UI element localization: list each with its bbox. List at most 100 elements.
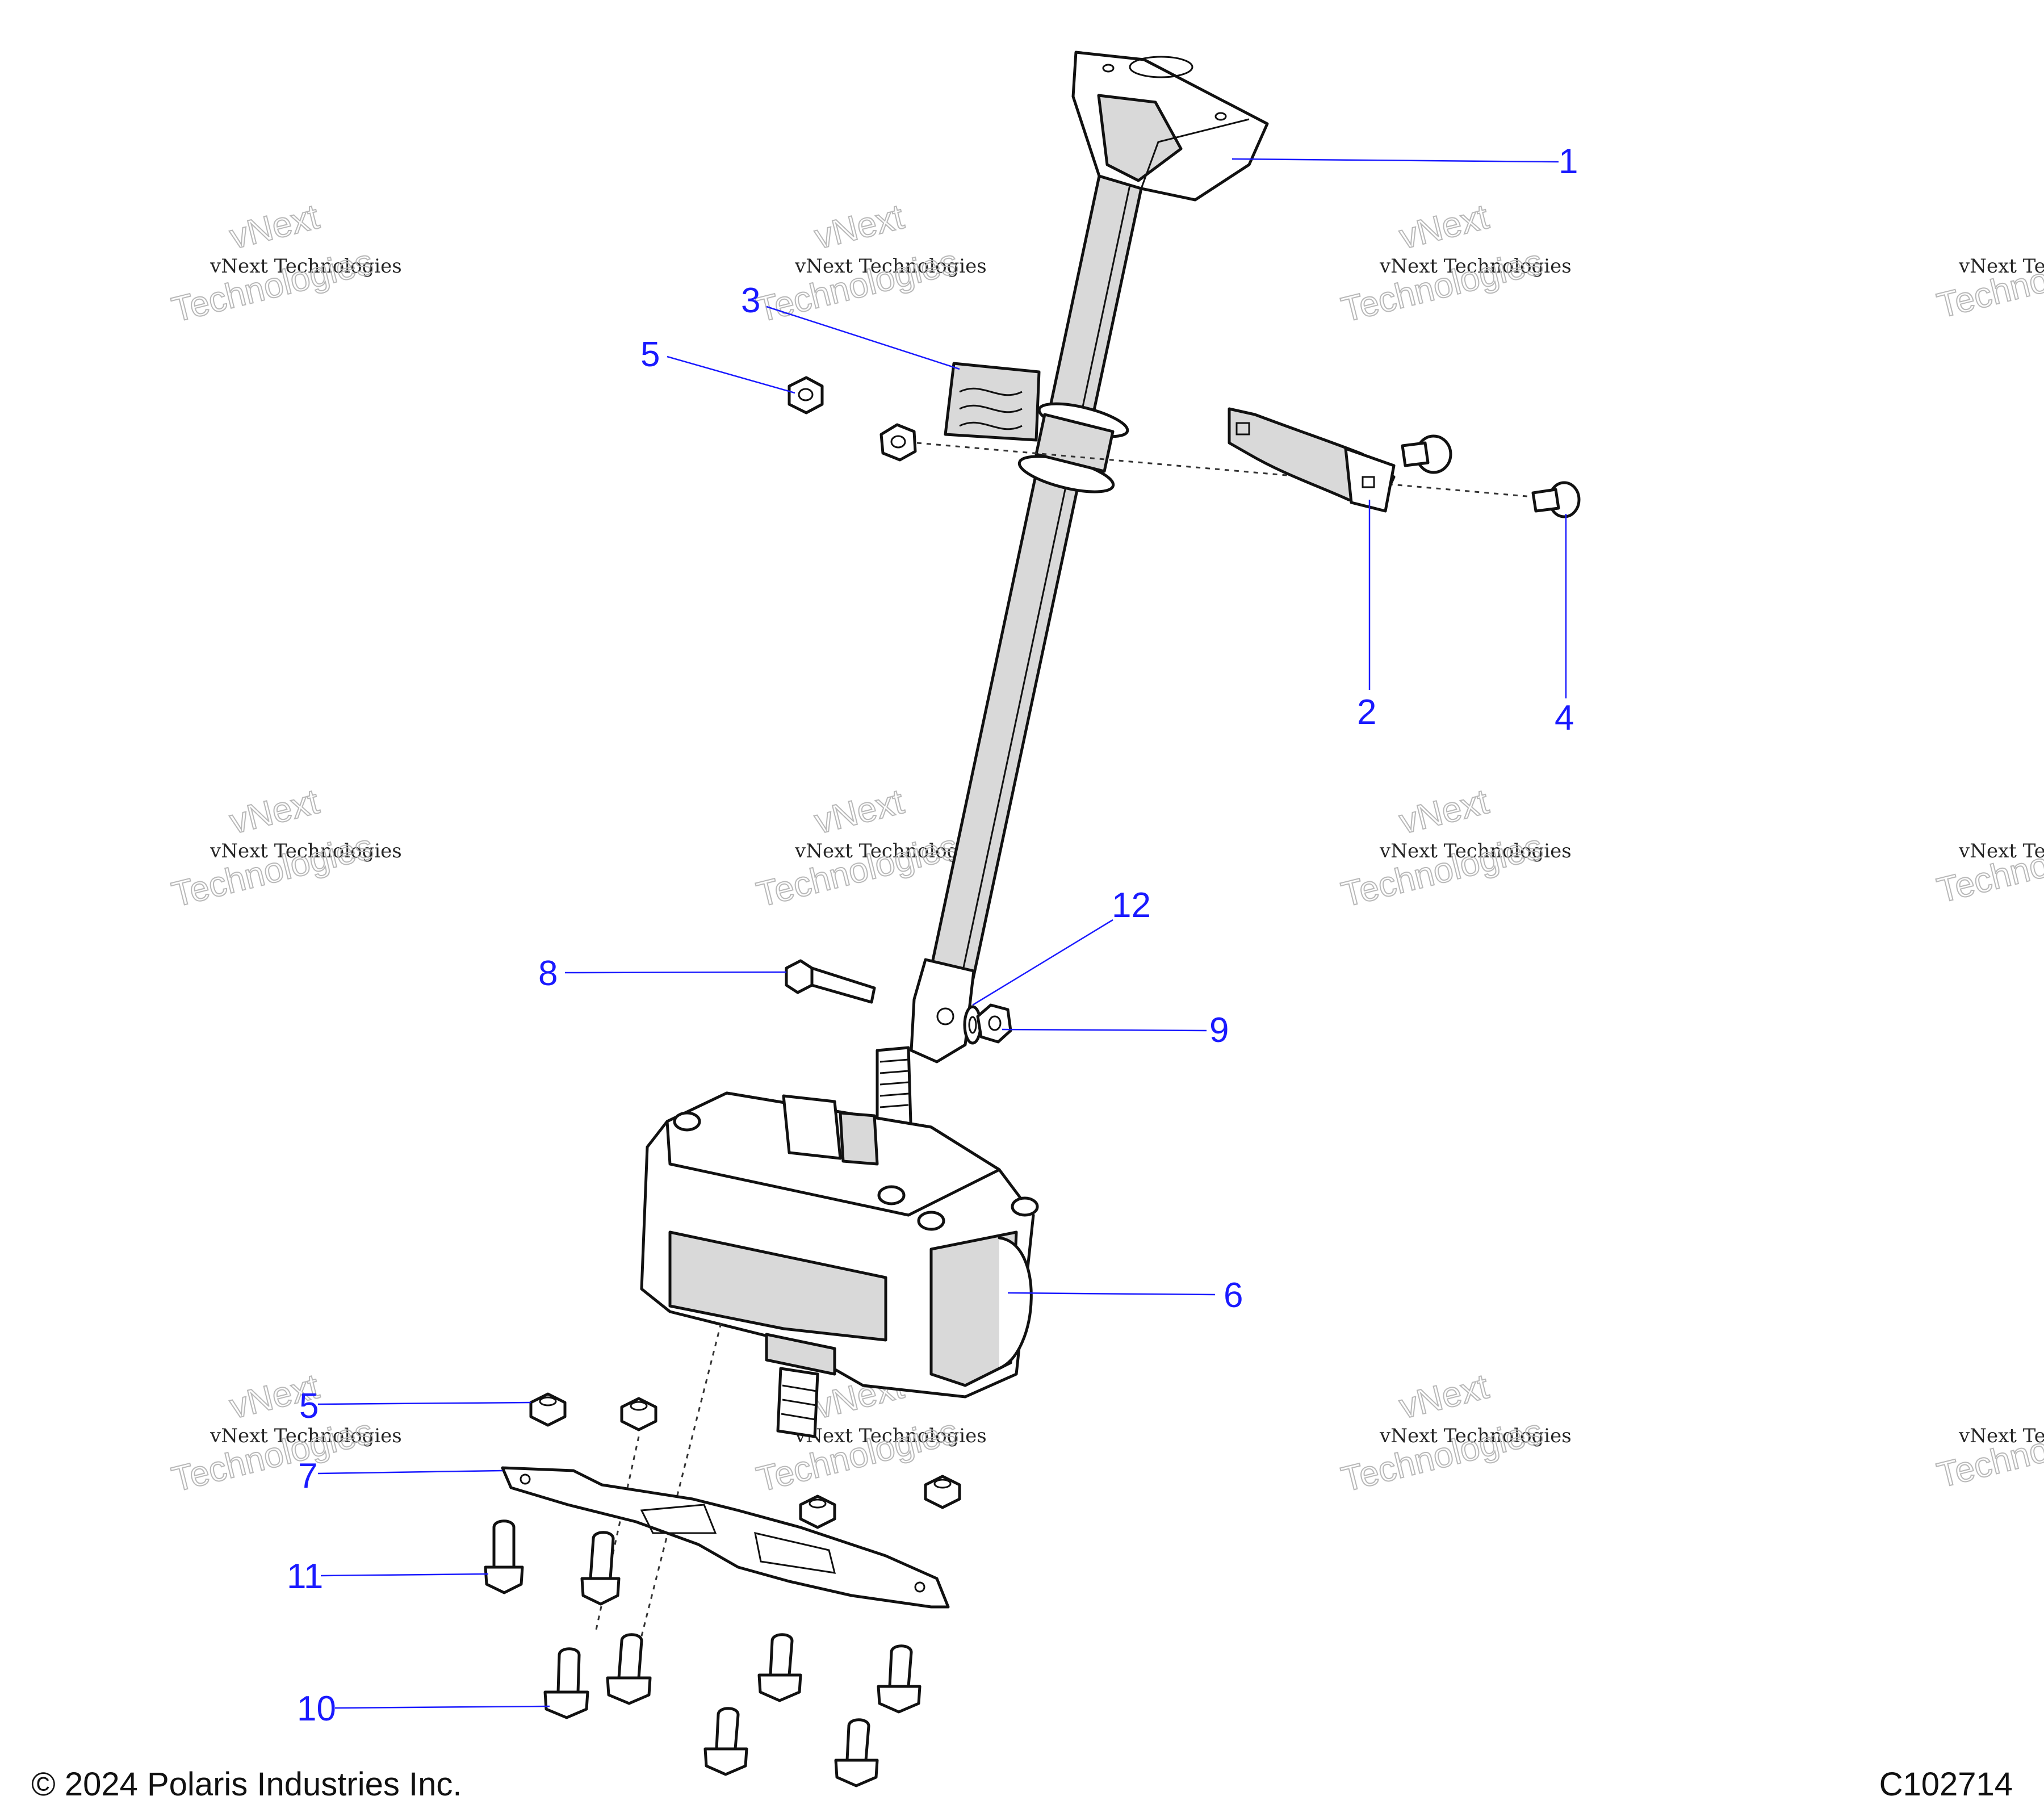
assembly-line xyxy=(916,442,1534,498)
bracket-window xyxy=(1097,94,1183,182)
watermark: vNext Technologies Technologies xyxy=(1933,822,2044,911)
watermark-text: vNext Technologies xyxy=(1958,255,2044,278)
nut-hole xyxy=(809,1498,827,1509)
housing-bolt xyxy=(877,1185,906,1205)
watermark-text-tech: Technologies xyxy=(1933,823,2044,911)
leader-5-upper xyxy=(667,355,795,394)
bolt-11 xyxy=(484,1519,524,1594)
leader-9 xyxy=(1002,1028,1207,1032)
watermark-text: vNext Technologies xyxy=(1958,1425,2044,1447)
watermark-text-tech: Technologies xyxy=(1933,238,2044,326)
clamp-half xyxy=(944,362,1041,442)
gearbox-side-shade xyxy=(668,1230,887,1342)
pinch-nut-hole xyxy=(988,1015,1002,1031)
watermark-text: vNext Technologies xyxy=(1958,840,2044,863)
bolt-head xyxy=(757,1673,802,1702)
leader-5-lower xyxy=(317,1401,531,1405)
watermark: vNext vNext Technologies Technologies xyxy=(167,196,402,330)
watermark-text-vnext: vNext xyxy=(1396,782,1492,841)
flange-nut-upper xyxy=(788,376,824,415)
watermark: vNext vNext Technologies Technologies xyxy=(1337,196,1572,330)
bolt-shank xyxy=(888,1644,913,1688)
housing-bolt xyxy=(673,1111,701,1132)
watermark-text: vNext Technologies xyxy=(1379,1425,1572,1447)
bolt-10 xyxy=(834,1718,879,1787)
flange-nut-column xyxy=(879,423,917,462)
bolt-shank xyxy=(492,1519,516,1569)
leader-3 xyxy=(766,305,960,370)
callout-7: 7 xyxy=(298,1456,317,1496)
gasket xyxy=(501,1466,950,1609)
pinch-nut-hex xyxy=(976,1003,1012,1044)
bolt-11 xyxy=(580,1531,621,1606)
gearbox-end-shade xyxy=(929,1230,1018,1387)
gasket-cutout xyxy=(754,1532,836,1574)
watermark-text: vNext Technologies xyxy=(794,255,987,278)
callout-8: 8 xyxy=(538,954,558,993)
column-collar-body xyxy=(1034,413,1115,473)
copyright-text: © 2024 Polaris Industries Inc. xyxy=(31,1766,462,1803)
motor-cap xyxy=(998,1236,1033,1370)
callout-1: 1 xyxy=(1559,142,1578,181)
watermark-text: vNext Technologies xyxy=(794,1425,987,1447)
bolt-head xyxy=(606,1676,652,1705)
column-lower-yoke xyxy=(910,958,975,1064)
bolt-head xyxy=(834,1759,879,1787)
connector xyxy=(782,1094,842,1160)
clamp-bolt xyxy=(1531,481,1581,518)
column-tube xyxy=(924,174,1143,1007)
leader-lines xyxy=(317,158,1567,1709)
watermark: vNext vNext Technologies Technologies xyxy=(167,781,402,915)
watermark: vNext Technologies Technologies xyxy=(1933,1407,2044,1496)
callout-4: 4 xyxy=(1555,698,1574,738)
callout-10: 10 xyxy=(297,1689,336,1728)
bolt-shank xyxy=(715,1707,740,1751)
clamp-bracket-tab xyxy=(1344,447,1396,513)
bracket-center-hole xyxy=(1129,56,1193,78)
flange-nut-lower xyxy=(924,1475,961,1509)
watermark-text: vNext Technologies xyxy=(1379,255,1572,278)
leader-12 xyxy=(972,919,1113,1006)
bracket-bolt-hole xyxy=(1102,64,1115,73)
watermark-text: vNext Technologies xyxy=(210,1425,402,1447)
leader-8 xyxy=(564,971,787,974)
watermark: vNext vNext Technologies Technologies xyxy=(167,1366,402,1500)
nut-hex xyxy=(620,1397,657,1431)
bracket-slot xyxy=(1362,476,1375,488)
yoke-bolt-hole xyxy=(936,1007,954,1025)
diagram-id: C102714 xyxy=(1879,1766,2013,1803)
callout-5-lower: 5 xyxy=(299,1387,319,1426)
gasket-hole xyxy=(520,1473,531,1485)
leader-11 xyxy=(320,1573,489,1577)
leader-1 xyxy=(1232,158,1559,163)
pinch-bolt-shank xyxy=(810,966,876,1004)
nut-hex xyxy=(799,1494,836,1529)
bolt-shank xyxy=(1531,488,1560,513)
callout-3: 3 xyxy=(741,281,760,320)
nut-hole xyxy=(933,1479,952,1489)
bolt-shank xyxy=(1401,441,1430,467)
nut-hex xyxy=(529,1392,567,1427)
nut-hole xyxy=(630,1401,648,1411)
nut-hex xyxy=(924,1475,961,1509)
pinch-bolt xyxy=(785,959,876,1004)
flange-nut-lower xyxy=(620,1397,657,1431)
bolt-10 xyxy=(757,1633,802,1702)
bolt-head xyxy=(484,1565,524,1594)
leader-6 xyxy=(1007,1292,1216,1296)
callout-9: 9 xyxy=(1209,1011,1229,1050)
input-shaft-splines xyxy=(879,1058,909,1108)
bolt-10 xyxy=(606,1633,652,1705)
clamp-half-ribs xyxy=(959,387,1023,430)
bracket-bolt-hole xyxy=(1214,112,1227,121)
housing-bolt xyxy=(917,1211,945,1231)
pinch-nut xyxy=(976,1003,1012,1044)
bolt-head xyxy=(877,1685,922,1714)
callout-labels: 1 2 3 4 5 6 7 8 9 10 11 12 5 xyxy=(287,142,1578,1728)
watermark: vNext vNext Technologies Technologies xyxy=(1337,1366,1572,1500)
watermark-text-vnext: vNext xyxy=(1396,197,1492,257)
clamp-bolt-upper xyxy=(1401,434,1452,474)
watermark-text: vNext Technologies xyxy=(210,255,402,278)
steering-gearbox xyxy=(640,1046,1039,1438)
